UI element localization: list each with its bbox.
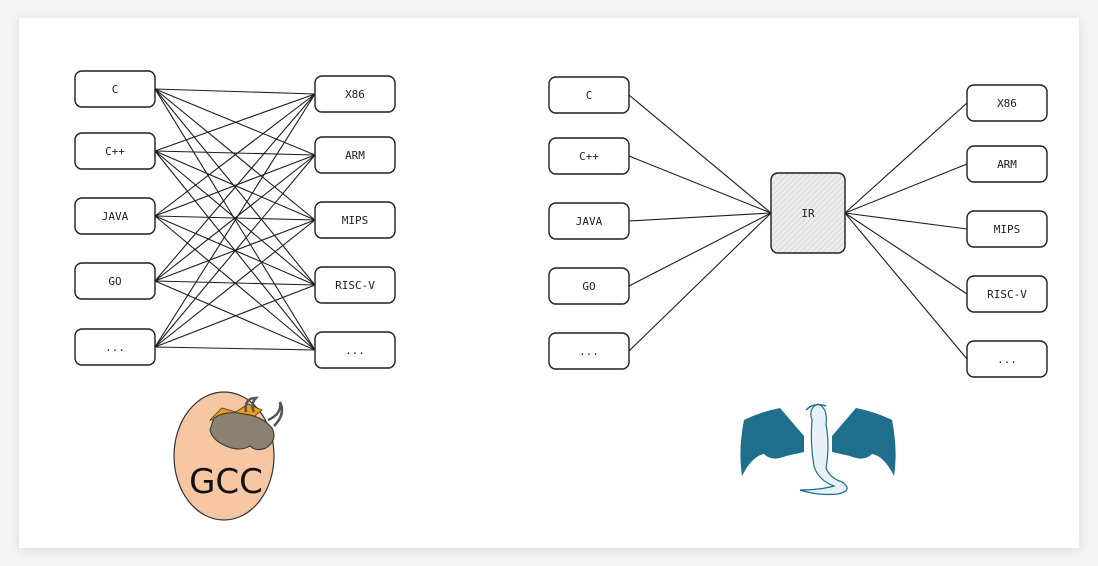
ir-backend-x86-label: X86: [997, 97, 1017, 110]
ir-frontend-cpp-label: C++: [579, 150, 599, 163]
edge-gcc-2-0: [154, 93, 316, 217]
edge-ir-back-2: [844, 212, 968, 230]
edge-gcc-1-1: [154, 150, 316, 156]
edge-gcc-2-1: [154, 154, 316, 217]
edge-gcc-4-2: [154, 219, 316, 348]
ir-frontend-more: ...: [548, 332, 630, 370]
gcc-frontend-go-box: [74, 262, 156, 300]
edge-front-ir-2: [628, 212, 772, 222]
gcc-frontend-more-label: ...: [105, 341, 125, 354]
ir-backend-mips-label: MIPS: [994, 223, 1021, 236]
dragon-left-wing-icon: [740, 408, 804, 476]
ir-backend-arm: ARM: [966, 145, 1048, 183]
edge-gcc-4-3: [154, 284, 316, 348]
gcc-backend-more-label: ...: [345, 344, 365, 357]
gcc-frontend-c-box: [74, 70, 156, 108]
ir-backend-mips-box: [966, 210, 1048, 248]
gcc-frontend-cpp-label: C++: [105, 145, 125, 158]
ir-frontend-java: JAVA: [548, 202, 630, 240]
ir-frontend-go: GO: [548, 267, 630, 305]
ir-hub: IR: [770, 172, 846, 254]
gcc-backend-mips: MIPS: [314, 201, 396, 239]
ir-frontend-go-label: GO: [582, 280, 595, 293]
gcc-frontend-c-label: C: [112, 83, 119, 96]
gnu-horn-icon: [267, 401, 284, 427]
gcc-backend-riscv-box: [314, 266, 396, 304]
edge-gcc-1-0: [154, 93, 316, 152]
gcc-backend-x86-box: [314, 75, 396, 113]
ir-frontend-c: C: [548, 76, 630, 114]
gcc-frontend-cpp-box: [74, 132, 156, 170]
ir-backend-x86-box: [966, 84, 1048, 122]
gcc-edges: [154, 88, 316, 351]
gcc-frontend-cpp: C++: [74, 132, 156, 170]
edge-gcc-3-0: [154, 93, 316, 282]
gcc-logo-text: GCC: [189, 462, 263, 502]
ir-backend-riscv-label: RISC-V: [987, 288, 1027, 301]
gnu-horn-icon: [244, 396, 260, 413]
edge-gcc-0-0: [154, 88, 316, 95]
ir-frontend-go-box: [548, 267, 630, 305]
gcc-frontend-more-box: [74, 328, 156, 366]
gcc-backend-more-box: [314, 331, 396, 369]
dragon-body-icon: [799, 403, 848, 496]
gcc-backend-mips-label: MIPS: [342, 214, 369, 227]
gcc-backend-more: ...: [314, 331, 396, 369]
ir-backend-x86: X86: [966, 84, 1048, 122]
gcc-backend-riscv-label: RISC-V: [335, 279, 375, 292]
gcc-backend-x86-label: X86: [345, 88, 365, 101]
gcc-frontend-more: ...: [74, 328, 156, 366]
gcc-frontend-c: C: [74, 70, 156, 108]
dragon-right-wing-icon: [832, 408, 896, 476]
ir-frontend-cpp-box: [548, 137, 630, 175]
ir-backend-riscv-box: [966, 275, 1048, 313]
gcc-backend-mips-box: [314, 201, 396, 239]
edge-ir-back-3: [844, 212, 968, 295]
edge-front-ir-4: [628, 212, 772, 352]
gcc-frontend-java-box: [74, 197, 156, 235]
gcc-frontend-go: GO: [74, 262, 156, 300]
edge-gcc-4-4: [154, 346, 316, 351]
ir-backend-more: ...: [966, 340, 1048, 378]
gcc-backend-arm-box: [314, 136, 396, 174]
edge-gcc-4-1: [154, 154, 316, 348]
ir-frontend-java-label: JAVA: [576, 215, 603, 228]
ir-hub-label: IR: [801, 207, 815, 220]
ir-frontend-more-box: [548, 332, 630, 370]
gcc-frontend-java: JAVA: [74, 197, 156, 235]
ir-backend-more-box: [966, 340, 1048, 378]
gcc-backend-riscv: RISC-V: [314, 266, 396, 304]
edge-ir-back-4: [844, 212, 968, 360]
ir-backend-more-label: ...: [997, 353, 1017, 366]
gnu-head-icon: [209, 412, 275, 451]
edge-gcc-3-1: [154, 154, 316, 282]
edge-ir-back-0: [844, 102, 968, 214]
gcc-frontend-java-label: JAVA: [102, 210, 129, 223]
ir-frontend-c-label: C: [586, 89, 593, 102]
edge-front-ir-1: [628, 155, 772, 214]
edge-front-ir-3: [628, 212, 772, 287]
ir-edges: [628, 94, 968, 360]
gcc-frontend-go-label: GO: [108, 275, 121, 288]
ir-hub-box: [770, 172, 846, 254]
dragon-head-icon: [805, 403, 827, 411]
ir-frontend-java-box: [548, 202, 630, 240]
ir-frontend-more-label: ...: [579, 345, 599, 358]
gcc-backend-x86: X86: [314, 75, 396, 113]
gcc-backend-arm-label: ARM: [345, 149, 365, 162]
edge-front-ir-0: [628, 94, 772, 214]
gcc-backend-arm: ARM: [314, 136, 396, 174]
ir-backend-riscv: RISC-V: [966, 275, 1048, 313]
llvm-dragon-logo: [740, 403, 896, 496]
edge-ir-back-1: [844, 163, 968, 214]
ir-frontend-cpp: C++: [548, 137, 630, 175]
ir-backend-arm-label: ARM: [997, 158, 1017, 171]
ir-backend-arm-box: [966, 145, 1048, 183]
gcc-logo: GCC: [173, 391, 284, 521]
ir-frontend-c-box: [548, 76, 630, 114]
ir-backend-mips: MIPS: [966, 210, 1048, 248]
edge-gcc-4-0: [154, 93, 316, 348]
